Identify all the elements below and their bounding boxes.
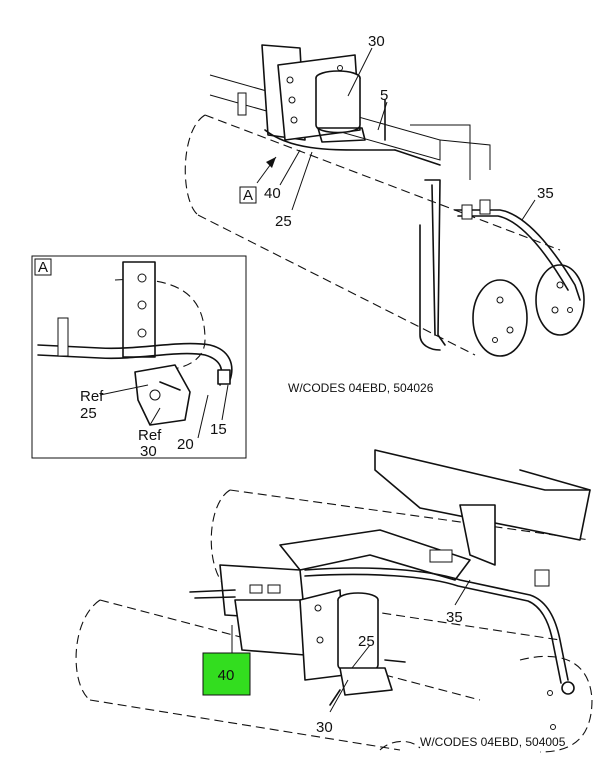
leader-30-upper: [347, 47, 373, 97]
leader-ref-25: [99, 384, 149, 396]
detail-callout-25: 25: [80, 405, 97, 422]
lower-callout-35: 35: [446, 609, 463, 626]
detail-callout-20: 20: [177, 436, 194, 453]
callout-30: 30: [368, 33, 385, 50]
upper-secondary-tank-2: [535, 264, 585, 336]
callout-35: 35: [537, 185, 554, 202]
leader-30-lower: [329, 679, 349, 713]
leader-40-upper: [279, 149, 301, 186]
detail-valve: [134, 364, 231, 426]
leader-5-upper: [377, 101, 388, 131]
leader-35-upper: [521, 199, 536, 221]
leader-25-lower: [351, 644, 371, 669]
upper-line-35: [454, 199, 581, 301]
upper-view: A 30 5 40 25 35 W/CODES 04EBD, 504026: [184, 33, 585, 395]
callout-5: 5: [380, 87, 388, 104]
view-a-marker-box: [239, 186, 257, 204]
lower-callout-30: 30: [316, 719, 333, 736]
view-a-marker: A: [243, 187, 253, 204]
detail-callout-30: 30: [140, 443, 157, 460]
callout-40-highlight: [202, 652, 251, 696]
lower-callout-40: 40: [218, 667, 235, 684]
leader-15: [221, 384, 229, 421]
upper-secondary-tank-1: [472, 279, 528, 357]
leader-ref-30: [149, 407, 161, 426]
upper-air-dryer: [315, 70, 366, 143]
detail-bracket: [122, 261, 156, 358]
lower-secondary-tank: [519, 655, 593, 753]
detail-ref-2: Ref: [138, 427, 162, 444]
view-arrow-head: [266, 157, 276, 168]
upper-strap: [419, 179, 446, 351]
lower-caption: W/CODES 04EBD, 504005: [420, 735, 566, 749]
detail-label: A: [38, 259, 48, 276]
detail-view-a: A Ref 25 Ref 30 20 15: [31, 255, 247, 460]
lower-line-35: [304, 567, 569, 684]
detail-label-box: [34, 258, 52, 276]
leader-20: [197, 394, 209, 439]
callout-40: 40: [264, 185, 281, 202]
leader-25-upper: [291, 151, 313, 211]
leader-35-lower: [454, 579, 471, 606]
detail-callout-15: 15: [210, 421, 227, 438]
lower-callout-25: 25: [358, 633, 375, 650]
lower-crossmember: [374, 449, 591, 566]
upper-air-tank: [184, 114, 561, 356]
detail-ref-1: Ref: [80, 388, 104, 405]
detail-tank: [114, 278, 206, 371]
lower-view: 40 35 25 30 W/CODES 04EBD, 504005: [75, 449, 593, 753]
lower-air-dryer: [299, 589, 406, 706]
callout-25: 25: [275, 213, 292, 230]
lower-mounting-bracket: [189, 564, 306, 656]
upper-caption: W/CODES 04EBD, 504026: [288, 381, 434, 395]
